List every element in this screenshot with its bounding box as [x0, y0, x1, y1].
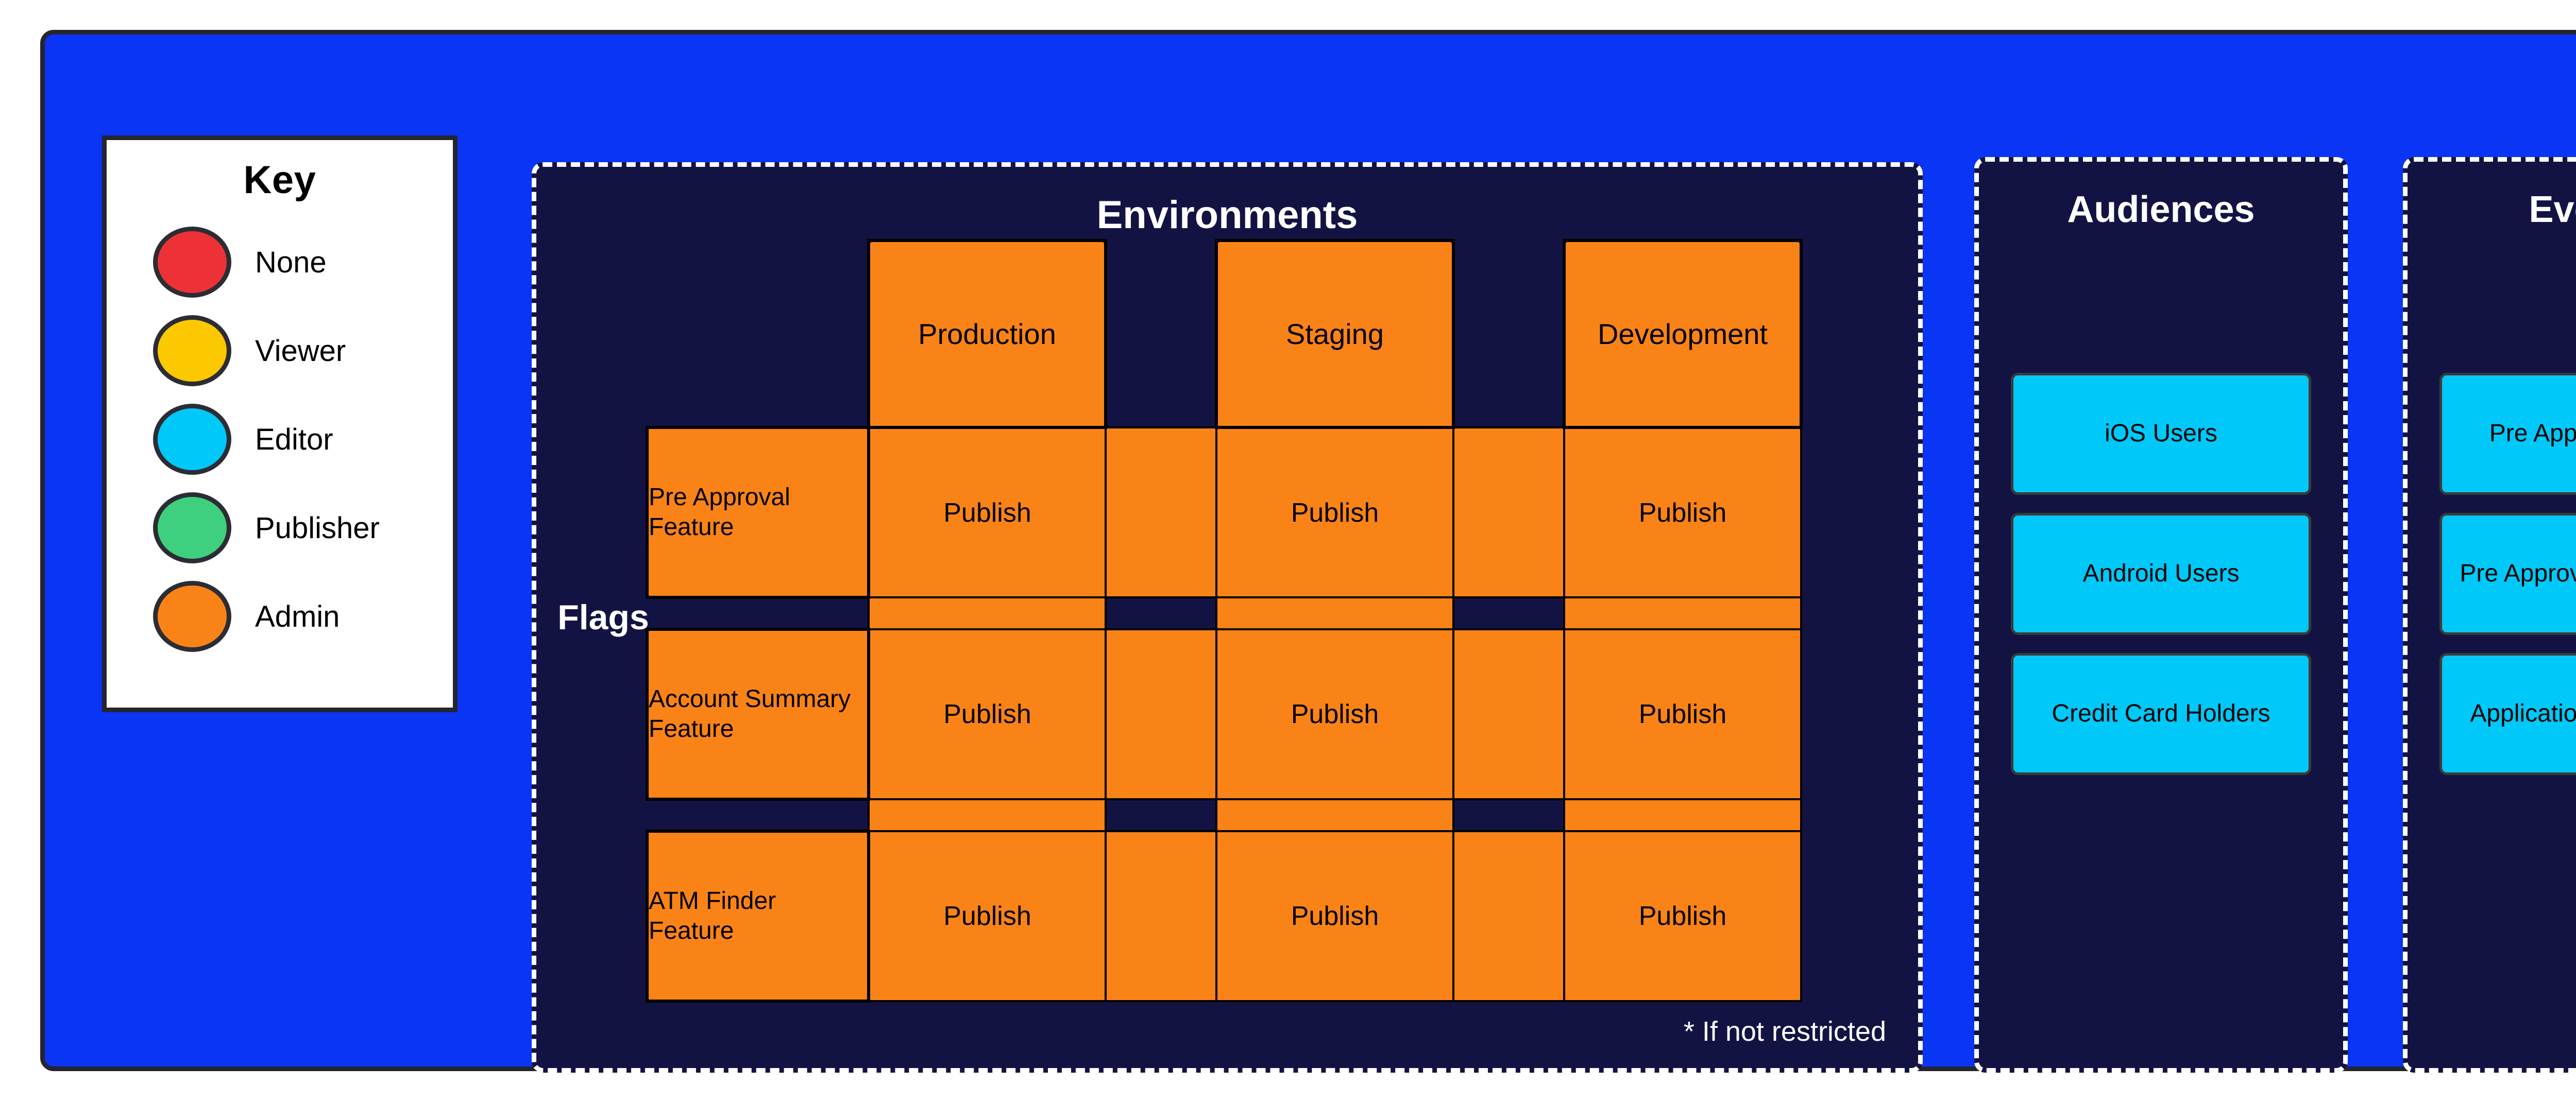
band-env-segment: [868, 799, 1107, 831]
flag-env-gap-cell: [1452, 830, 1565, 1002]
header-gap-spacer: [1106, 240, 1216, 427]
flag-env-gap-cell: [1105, 628, 1217, 800]
header-gap-spacer: [1453, 240, 1564, 427]
column-header-development: Development: [1563, 239, 1803, 429]
key-legend-item-admin: Admin: [107, 572, 453, 661]
band-gap-segment: [1452, 597, 1565, 629]
environments-matrix: Production Staging Development Pre Appro…: [646, 239, 1882, 1006]
key-panel-title: Key: [243, 158, 316, 202]
table-row: Pre Approval Feature Publish Publish Pub…: [646, 426, 1802, 599]
flag-env-cell: Publish: [868, 830, 1107, 1002]
table-header-row: Production Staging Development: [647, 239, 1803, 429]
band-gap-segment: [1105, 799, 1217, 831]
audiences-panel-title: Audiences: [2067, 189, 2255, 230]
row-separator-band: [647, 597, 1802, 629]
flags-group-label: Flags: [557, 598, 649, 637]
flag-name-cell: ATM Finder Feature: [646, 830, 870, 1003]
column-header-production: Production: [867, 239, 1107, 429]
key-legend-label: Viewer: [255, 334, 346, 368]
event-chip-application-submitted[interactable]: Application Submitted: [2439, 653, 2576, 775]
key-legend-label: Admin: [255, 599, 340, 633]
events-panel-title: Events: [2529, 189, 2576, 230]
flag-env-gap-cell: [1105, 830, 1217, 1002]
header-corner-spacer: [647, 240, 869, 427]
audience-chip-ios-users[interactable]: iOS Users: [2011, 373, 2311, 495]
role-color-swatch-publisher: [153, 492, 231, 563]
column-header-staging: Staging: [1215, 239, 1455, 429]
key-legend-item-none: None: [107, 218, 453, 306]
environments-table: Production Staging Development Pre Appro…: [646, 239, 1803, 1003]
flag-env-cell: Publish: [868, 426, 1107, 598]
key-panel: Key None Viewer Editor Publisher: [102, 135, 457, 712]
band-gap-segment: [1105, 597, 1217, 629]
flag-env-cell: Publish: [1563, 830, 1802, 1002]
role-color-swatch-none: [153, 227, 231, 298]
key-legend-list: None Viewer Editor Publisher Admin: [107, 218, 453, 661]
key-legend-item-editor: Editor: [107, 395, 453, 484]
flag-env-gap-cell: [1105, 426, 1217, 598]
environments-panel: Environments Flags Production Staging: [532, 162, 1923, 1073]
board-frame: Key None Viewer Editor Publisher: [40, 30, 2576, 1073]
flag-env-cell: Publish: [1563, 628, 1802, 800]
band-name-spacer: [647, 597, 869, 629]
event-chip-pre-approval-start[interactable]: Pre Approval Start: [2439, 373, 2576, 495]
table-row: ATM Finder Feature Publish Publish Publi…: [646, 830, 1802, 1003]
events-panel: Events Pre Approval Start Pre Approval S…: [2403, 157, 2576, 1073]
audiences-list: iOS Users Android Users Credit Card Hold…: [2011, 373, 2311, 793]
environments-footnote: * If not restricted: [1683, 1016, 1886, 1047]
flag-env-cell: Publish: [1215, 830, 1454, 1002]
audience-chip-android-users[interactable]: Android Users: [2011, 513, 2311, 635]
band-gap-segment: [1452, 799, 1565, 831]
role-color-swatch-admin: [153, 581, 231, 652]
key-legend-label: None: [255, 245, 327, 279]
role-color-swatch-editor: [153, 404, 231, 475]
flag-env-cell: Publish: [868, 628, 1107, 800]
flag-env-cell: Publish: [1215, 426, 1454, 598]
flag-name-cell: Pre Approval Feature: [646, 426, 870, 599]
row-separator-band: [647, 799, 1802, 831]
table-row: Account Summary Feature Publish Publish …: [646, 628, 1802, 801]
key-legend-item-viewer: Viewer: [107, 306, 453, 395]
band-env-segment: [868, 597, 1107, 629]
flag-env-gap-cell: [1452, 426, 1565, 598]
audiences-panel: Audiences iOS Users Android Users Credit…: [1974, 157, 2348, 1073]
events-list: Pre Approval Start Pre Approval Submitte…: [2439, 373, 2576, 793]
flag-env-cell: Publish: [1563, 426, 1802, 598]
audience-chip-credit-card-holders[interactable]: Credit Card Holders: [2011, 653, 2311, 775]
band-env-segment: [1215, 799, 1454, 831]
band-env-segment: [1563, 597, 1802, 629]
band-env-segment: [1563, 799, 1802, 831]
flag-env-gap-cell: [1452, 628, 1565, 800]
flag-name-cell: Account Summary Feature: [646, 628, 870, 801]
key-legend-item-publisher: Publisher: [107, 484, 453, 572]
flag-env-cell: Publish: [1215, 628, 1454, 800]
role-color-swatch-viewer: [153, 315, 231, 386]
band-name-spacer: [647, 799, 869, 831]
event-chip-pre-approval-submitted[interactable]: Pre Approval Submitted: [2439, 513, 2576, 635]
key-legend-label: Editor: [255, 422, 333, 456]
band-env-segment: [1215, 597, 1454, 629]
key-legend-label: Publisher: [255, 511, 380, 545]
environments-panel-title: Environments: [1096, 193, 1358, 237]
